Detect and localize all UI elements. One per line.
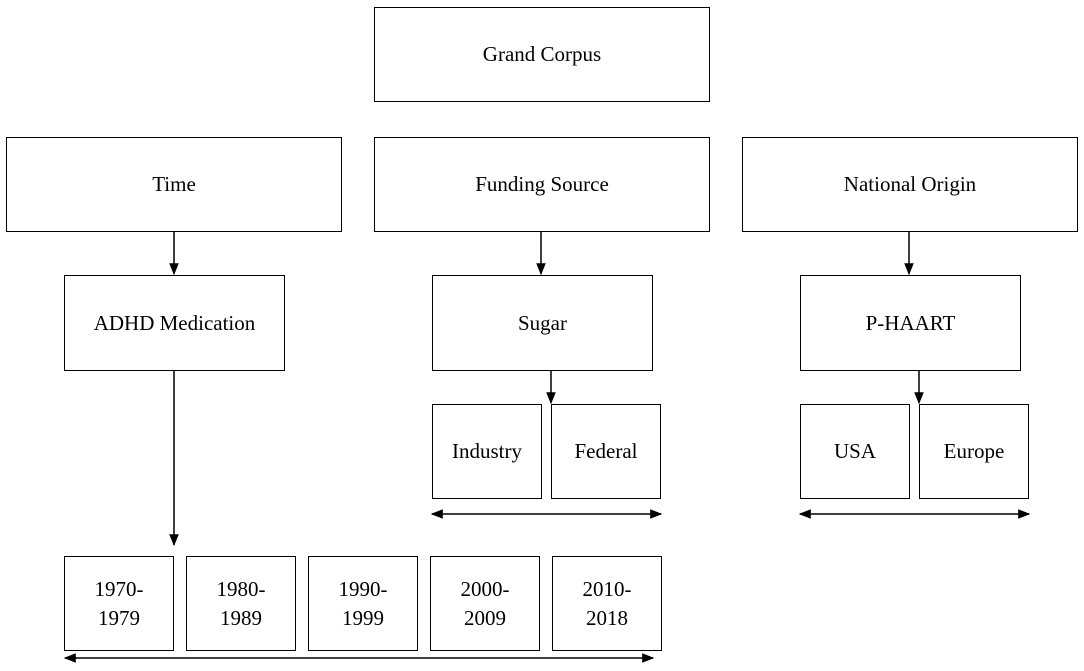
grand-corpus-label: Grand Corpus [482,42,602,67]
category-national-origin-box: National Origin [742,137,1078,232]
corpus-adhd-medication-box: ADHD Medication [64,275,285,371]
category-time-label: Time [152,172,196,197]
subgroup-europe-box: Europe [919,404,1029,499]
subgroup-decade-1990-label: 1990- 1999 [338,577,388,630]
subgroup-federal-box: Federal [551,404,661,499]
subgroup-industry-label: Industry [452,439,522,464]
category-funding-source-label: Funding Source [475,172,609,197]
corpus-sugar-box: Sugar [432,275,653,371]
corpus-p-haart-box: P-HAART [800,275,1021,371]
category-time-box: Time [6,137,342,232]
corpus-sugar-label: Sugar [518,310,567,335]
subgroup-industry-box: Industry [432,404,542,499]
subgroup-decade-1990-box: 1990- 1999 [308,556,418,651]
subgroup-federal-label: Federal [574,439,638,464]
subgroup-decade-1970-label: 1970- 1979 [94,577,144,630]
subgroup-decade-2000-box: 2000- 2009 [430,556,540,651]
subgroup-decade-2010-label: 2010- 2018 [582,577,632,630]
grand-corpus-box: Grand Corpus [374,7,710,102]
subgroup-decade-2010-box: 2010- 2018 [552,556,662,651]
subgroup-decade-2000-label: 2000- 2009 [460,577,510,630]
subgroup-usa-box: USA [800,404,910,499]
subgroup-decade-1980-box: 1980- 1989 [186,556,296,651]
category-national-origin-label: National Origin [843,172,977,197]
subgroup-decade-1980-label: 1980- 1989 [216,577,266,630]
subgroup-europe-label: Europe [943,439,1005,464]
subgroup-usa-label: USA [833,439,876,464]
corpus-adhd-medication-label: ADHD Medication [93,310,256,335]
corpus-p-haart-label: P-HAART [865,310,956,335]
category-funding-source-box: Funding Source [374,137,710,232]
subgroup-decade-1970-box: 1970- 1979 [64,556,174,651]
